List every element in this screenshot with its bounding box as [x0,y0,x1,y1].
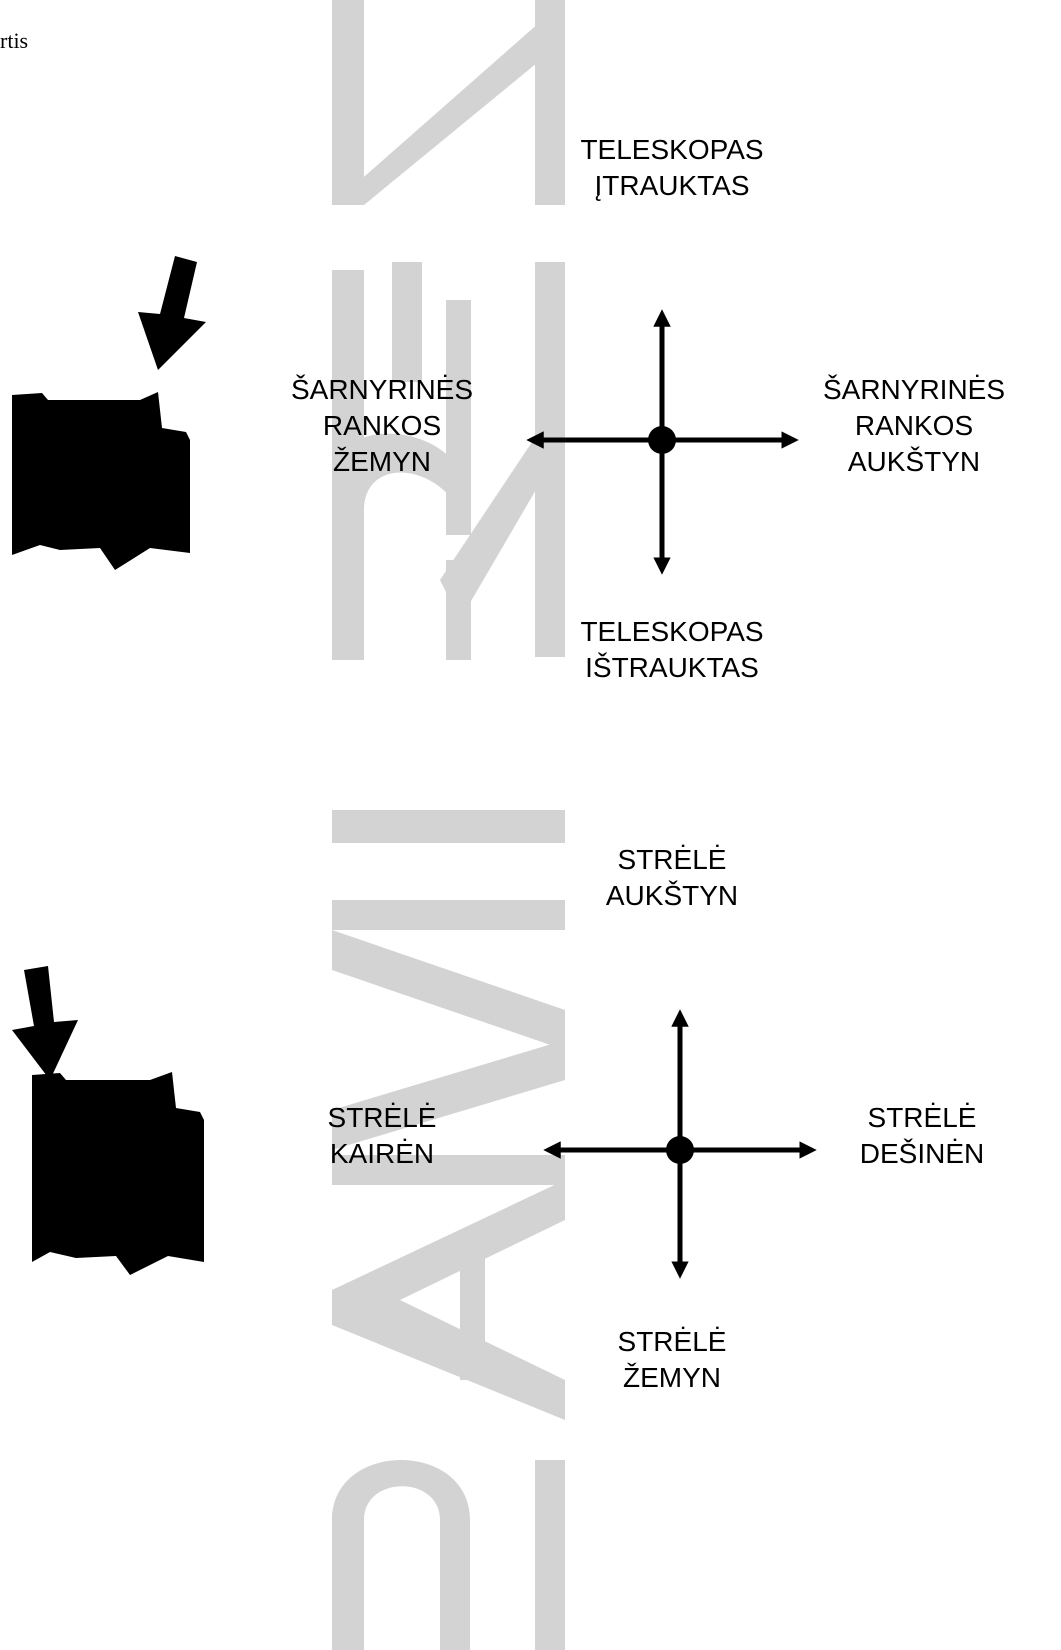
joystick-icon-2 [12,966,204,1275]
watermark-letter-a [332,1180,565,1420]
watermark-letter-n [332,0,565,205]
push-arrow-icon-1 [138,256,206,370]
cross-arrows-1 [526,309,799,575]
label-telescope-retracted: TELESKOPAS ĮTRAUKTAS [580,134,764,201]
cross-arrows-2 [543,1009,817,1279]
watermark-letter-r [332,270,565,660]
label-boom-left: STRĖLĖ KAIRĖN [327,1102,437,1169]
label-articulated-arm-down: ŠARNYRINĖS RANKOS ŽEMYN [290,374,474,477]
watermark-letter-i [332,810,565,843]
label-articulated-arm-up: ŠARNYRINĖS RANKOS AUKŠTYN [822,374,1006,477]
watermark-letter-m [332,900,565,1185]
lever-body-icon-1 [12,392,190,570]
cross-center-1 [648,426,676,454]
cross-center-2 [666,1136,694,1164]
joystick-icon-1 [12,256,206,570]
label-boom-up: STRĖLĖ AUKŠTYN [605,844,739,911]
label-telescope-extended: TELESKOPAS IŠTRAUKTAS [580,616,764,683]
push-arrow-icon-2 [12,966,78,1080]
lever-body-icon-2 [32,1072,204,1275]
label-boom-down: STRĖLĖ ŽEMYN [617,1326,727,1393]
watermark-letter-r-bottom [332,1460,565,1650]
label-boom-right: STRĖLĖ DEŠINĖN [859,1102,985,1169]
corner-text: rtis [0,28,29,53]
